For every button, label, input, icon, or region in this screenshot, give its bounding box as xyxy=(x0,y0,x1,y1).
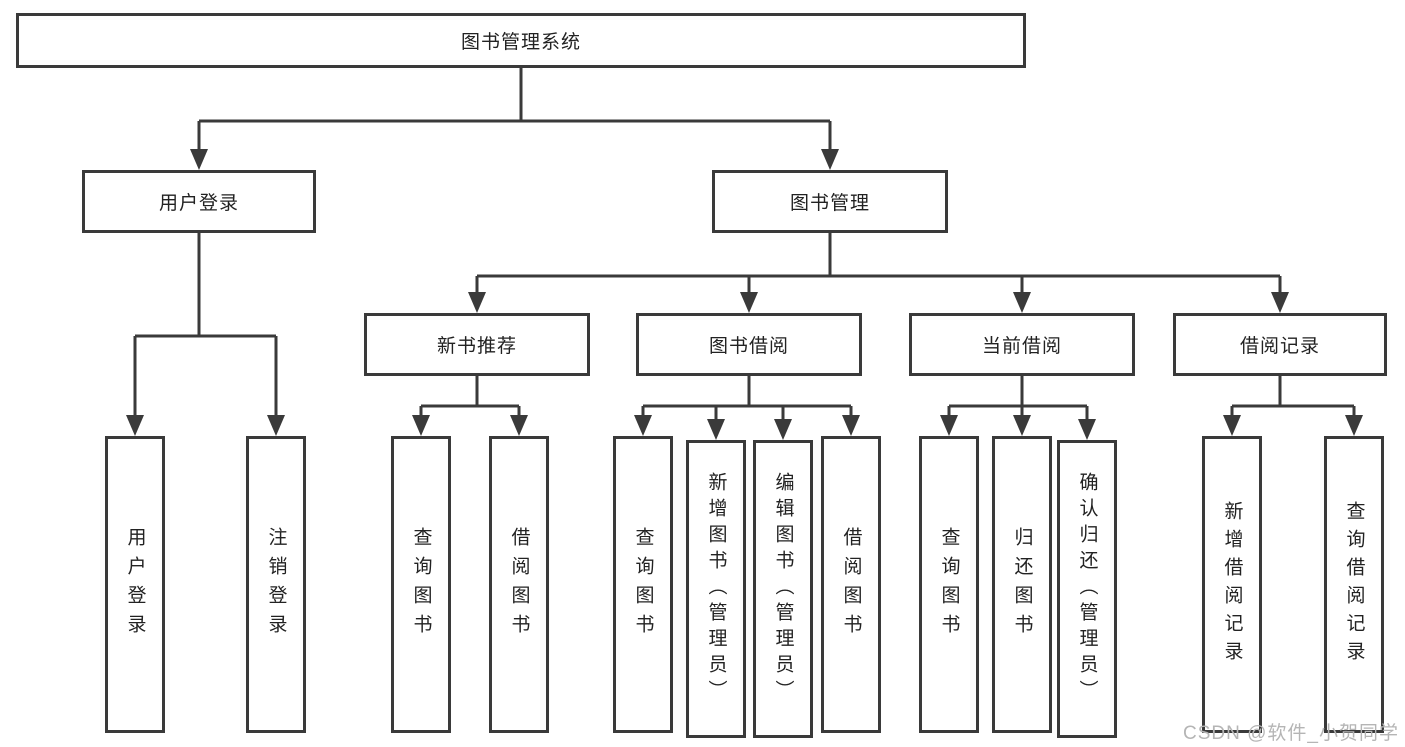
leaf-node-logout: 注销登录 xyxy=(246,436,306,733)
csdn-watermark: CSDN @软件_小贺同学 xyxy=(1183,723,1399,744)
leaf-node-query-books-borrow: 查询图书 xyxy=(613,436,673,733)
branch-node-user-login: 用户登录 xyxy=(82,170,316,233)
leaf-label: 用户登录 xyxy=(124,526,146,643)
leaf-node-borrow-books-recommend: 借阅图书 xyxy=(489,436,549,733)
leaf-label: 查询图书 xyxy=(410,526,432,643)
leaf-label: 新增借阅记录 xyxy=(1221,500,1243,669)
leaf-node-confirm-return-admin: 确认归还（管理员） xyxy=(1057,440,1117,738)
leaf-node-add-borrow-record: 新增借阅记录 xyxy=(1202,436,1262,733)
leaf-node-add-books-admin: 新增图书（管理员） xyxy=(686,440,746,738)
leaf-node-query-books-recommend: 查询图书 xyxy=(391,436,451,733)
leaf-label: 编辑图书（管理员） xyxy=(772,472,794,706)
root-node-library-system: 图书管理系统 xyxy=(16,13,1026,68)
leaf-label: 注销登录 xyxy=(265,526,287,643)
leaf-node-user-login: 用户登录 xyxy=(105,436,165,733)
leaf-label: 确认归还（管理员） xyxy=(1076,472,1098,706)
branch-node-book-management: 图书管理 xyxy=(712,170,948,233)
leaf-node-return-books: 归还图书 xyxy=(992,436,1052,733)
leaf-label: 借阅图书 xyxy=(508,526,530,643)
leaf-label: 借阅图书 xyxy=(840,526,862,643)
leaf-node-borrow-books: 借阅图书 xyxy=(821,436,881,733)
leaf-label: 新增图书（管理员） xyxy=(705,472,727,706)
group-node-borrow-records: 借阅记录 xyxy=(1173,313,1387,376)
group-node-new-book-recommend: 新书推荐 xyxy=(364,313,590,376)
leaf-label: 归还图书 xyxy=(1011,526,1033,643)
leaf-node-edit-books-admin: 编辑图书（管理员） xyxy=(753,440,813,738)
group-node-current-borrow: 当前借阅 xyxy=(909,313,1135,376)
leaf-label: 查询借阅记录 xyxy=(1343,500,1365,669)
leaf-node-query-borrow-record: 查询借阅记录 xyxy=(1324,436,1384,733)
leaf-label: 查询图书 xyxy=(632,526,654,643)
group-node-book-borrow: 图书借阅 xyxy=(636,313,862,376)
leaf-label: 查询图书 xyxy=(938,526,960,643)
leaf-node-query-books-current: 查询图书 xyxy=(919,436,979,733)
